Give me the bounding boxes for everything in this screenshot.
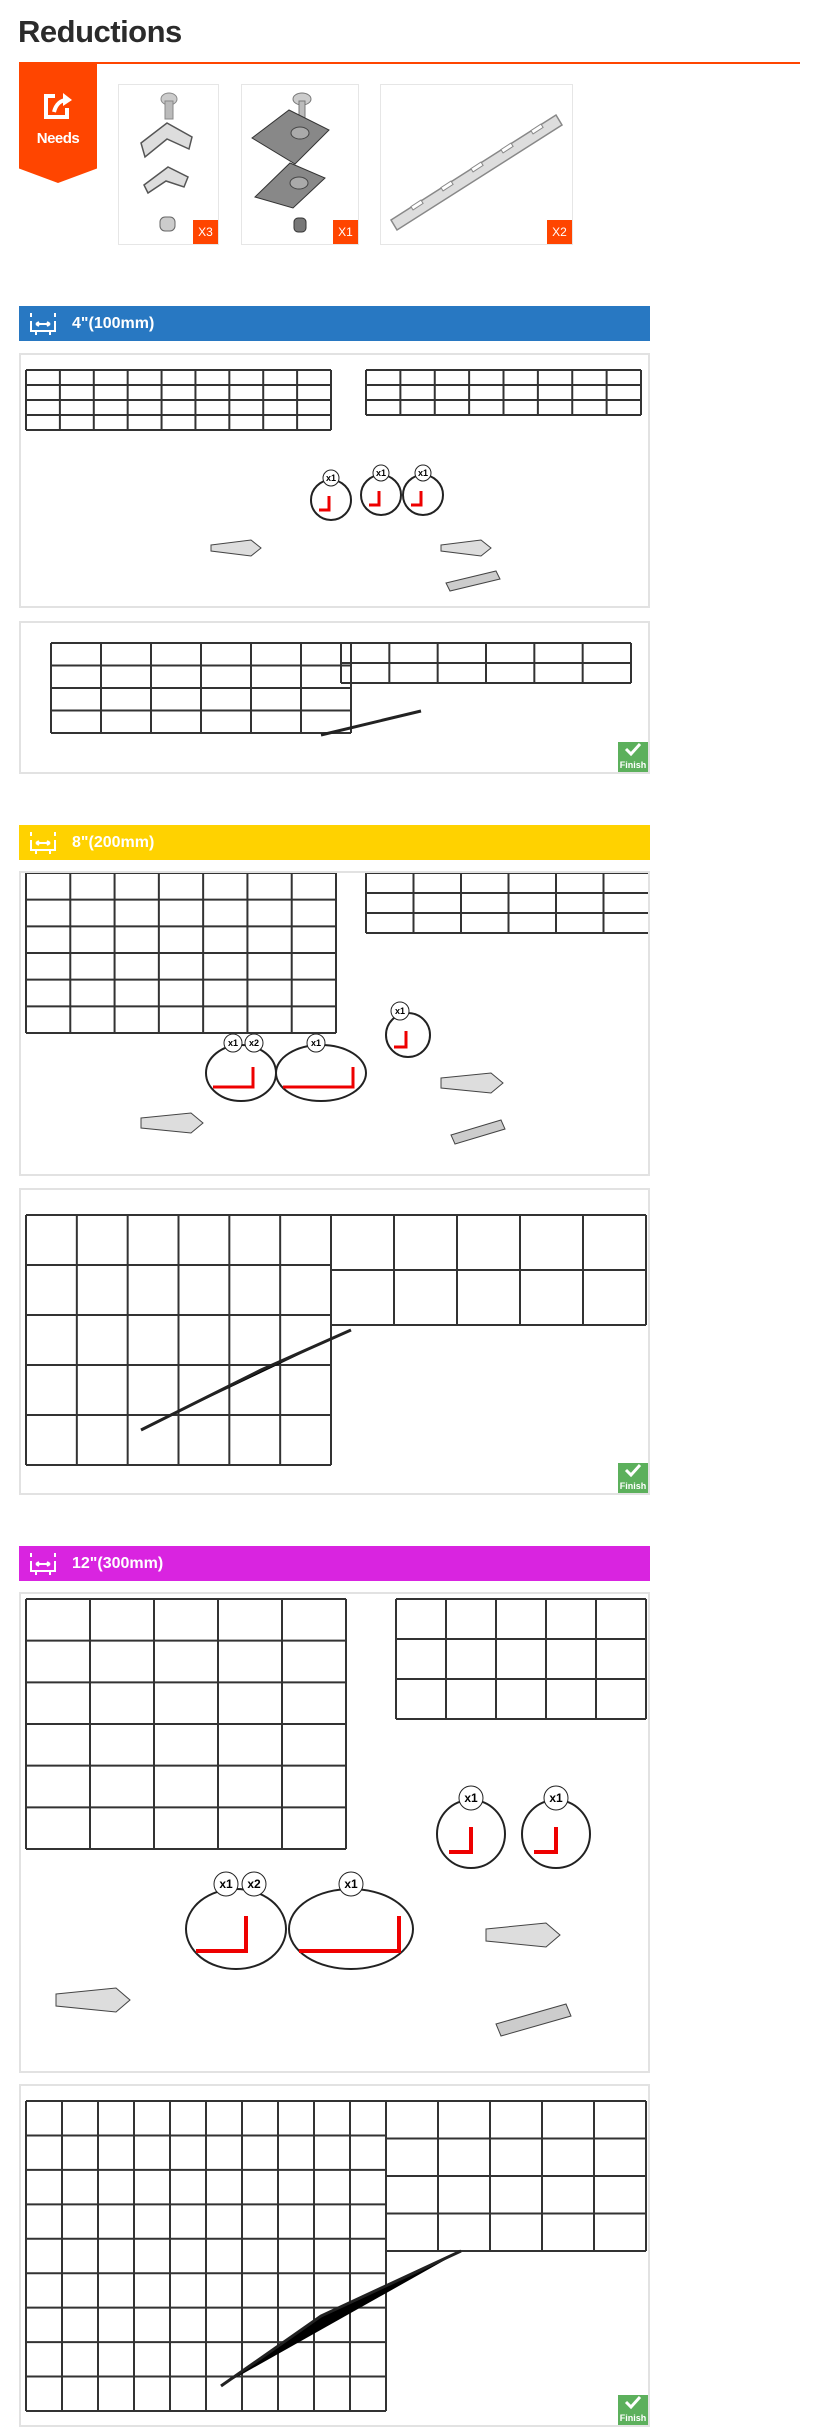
check-icon	[624, 1463, 642, 1478]
strap-icon	[495, 2003, 572, 2037]
bolt-cutter-icon	[440, 539, 492, 557]
callout-qty: x1	[344, 1877, 358, 1891]
section-header-4in: 4"(100mm)	[19, 306, 650, 341]
section-header-12in: 12"(300mm)	[19, 1546, 650, 1581]
callout: x1	[360, 464, 402, 516]
wire-tray-main	[25, 2100, 387, 2412]
finish-label: Finish	[619, 2413, 647, 2423]
strap-icon	[220, 2249, 462, 2388]
wire-tray-right	[395, 1598, 647, 1720]
step-panel-12in-finish: Finish	[19, 2084, 650, 2427]
callout: x1	[402, 464, 444, 516]
callout: x1	[275, 1033, 367, 1102]
step-panel-8in-finish: Finish	[19, 1188, 650, 1495]
wire-tray-left	[25, 369, 332, 431]
step-panel-12in-prepare: x1 x2 x1 x1 x1	[19, 1592, 650, 2073]
section-header-8in: 8"(200mm)	[19, 825, 650, 860]
callout-qty: x1	[464, 1791, 478, 1805]
callout-qty: x1	[219, 1877, 233, 1891]
finish-badge: Finish	[618, 742, 648, 772]
wire-tray-main	[25, 1214, 332, 1466]
finish-badge: Finish	[618, 2395, 648, 2425]
quantity-badge: X1	[333, 220, 358, 244]
finish-label: Finish	[619, 760, 647, 770]
callout-qty: x1	[311, 1038, 321, 1048]
bolt-cutter-icon	[55, 1987, 131, 2013]
callout: x1	[310, 469, 352, 521]
section-label: 4"(100mm)	[72, 314, 155, 332]
callout-qty: x1	[395, 1006, 405, 1016]
needs-item-splice-plate-bolt: X1	[241, 84, 359, 245]
bolt-cutter-icon	[210, 539, 262, 557]
check-icon	[624, 742, 642, 757]
callout: x1 x2	[205, 1033, 277, 1102]
splice-plate-icon	[251, 92, 330, 233]
quantity-badge: X2	[547, 220, 572, 244]
callout-qty: x1	[549, 1791, 563, 1805]
callout-qty: x1	[228, 1038, 238, 1048]
wire-tray-reduced	[385, 2100, 647, 2252]
page-title: Reductions	[18, 14, 182, 49]
slotted-strap-icon	[389, 113, 564, 232]
reduction-result-diagram	[25, 2100, 647, 2412]
callout: x1	[521, 1785, 591, 1869]
callout: x1	[288, 1871, 414, 1970]
tray-width-icon	[30, 312, 56, 335]
wire-tray-left	[25, 1598, 347, 1850]
wire-tray-left	[25, 873, 337, 1034]
callout-qty: x1	[376, 468, 386, 478]
section-label: 8"(200mm)	[72, 833, 155, 851]
wire-tray-reduced	[330, 1214, 647, 1326]
wire-tray-right	[365, 873, 648, 934]
tray-width-icon	[30, 1552, 56, 1575]
reduction-diagram: x1 x2 x1 x1 x1	[25, 1598, 647, 2037]
check-icon	[624, 2395, 642, 2410]
reduction-diagram: x1 x2 x1 x1	[25, 873, 648, 1145]
strap-icon	[445, 570, 501, 592]
step-panel-8in-prepare: x1 x2 x1 x1	[19, 871, 650, 1176]
needs-label: Needs	[36, 130, 80, 147]
callout: x1 x2	[185, 1871, 287, 1970]
callout-qty: x2	[249, 1038, 259, 1048]
wire-tray-main	[50, 642, 352, 734]
callout: x1	[385, 1001, 431, 1058]
tray-width-icon	[30, 831, 56, 854]
strap-icon	[450, 1119, 506, 1145]
bolt-cutter-icon	[140, 1112, 204, 1134]
section-label: 12"(300mm)	[72, 1554, 164, 1572]
callout: x1	[436, 1785, 506, 1869]
finish-label: Finish	[619, 1481, 647, 1491]
bolt-clip-icon	[140, 92, 193, 232]
reduction-result-diagram	[50, 642, 632, 737]
external-link-icon	[44, 93, 72, 119]
strap-icon	[140, 1328, 352, 1432]
reduction-result-diagram	[25, 1214, 647, 1466]
callout-qty: x1	[326, 473, 336, 483]
bolt-cutter-icon	[440, 1072, 504, 1094]
needs-banner: Needs	[19, 62, 97, 183]
reduction-diagram: x1 x1 x1	[25, 369, 642, 592]
quantity-badge: X3	[193, 220, 218, 244]
wire-tray-right	[365, 369, 642, 416]
needs-item-slotted-strap: X2	[380, 84, 573, 245]
step-panel-4in-finish: Finish	[19, 621, 650, 774]
callout-qty: x2	[247, 1877, 261, 1891]
needs-item-bolt-clip-set: X3	[118, 84, 219, 245]
wire-tray-reduced	[340, 642, 632, 684]
bolt-cutter-icon	[485, 1922, 561, 1948]
step-panel-4in-prepare: x1 x1 x1	[19, 353, 650, 608]
title-divider	[19, 62, 800, 64]
strap-icon	[320, 709, 422, 737]
finish-badge: Finish	[618, 1463, 648, 1493]
callout-qty: x1	[418, 468, 428, 478]
